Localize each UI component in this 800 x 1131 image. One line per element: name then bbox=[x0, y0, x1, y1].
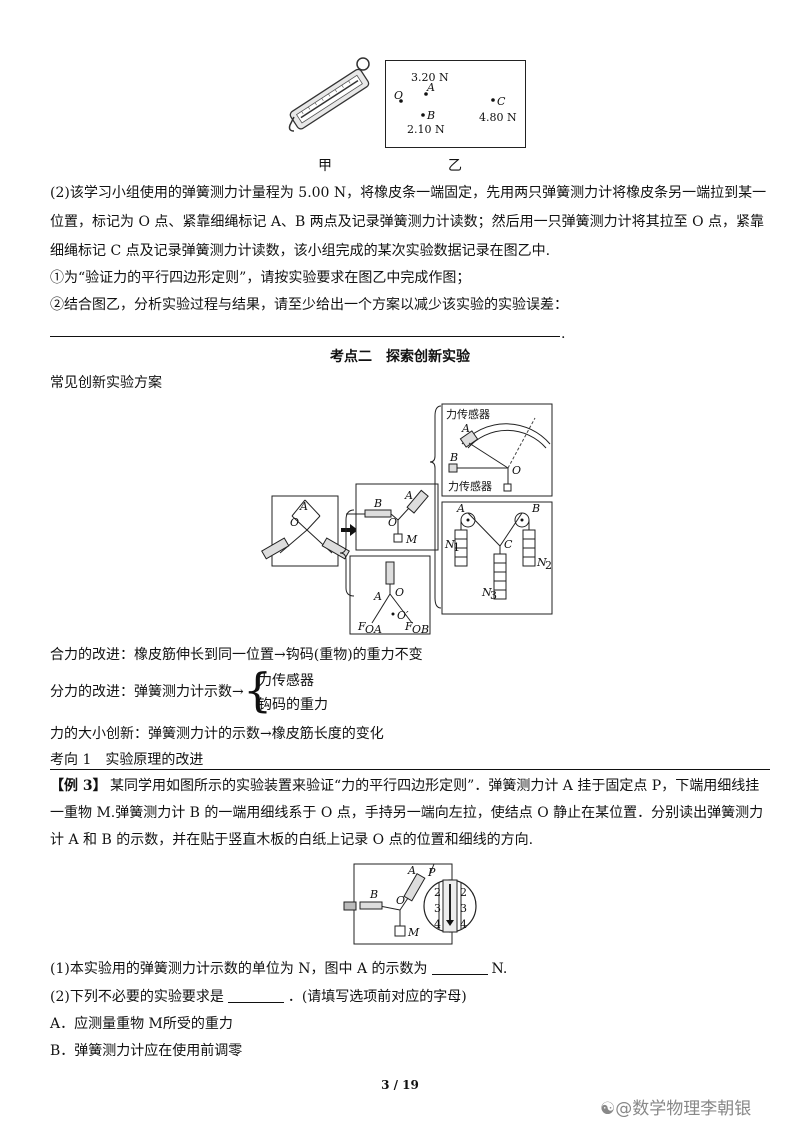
component-option-1: 力传感器 bbox=[258, 673, 314, 689]
example-3-line-2: 一重物 M.弹簧测力计 B 的一端用细线系于 O 点，手持另一端向左拉，使结点 … bbox=[50, 805, 764, 821]
direction-1-heading: 考向 1 实验原理的改进 bbox=[50, 752, 204, 768]
watermark-icon: ☯@ bbox=[600, 1099, 633, 1119]
pulley-a-label: A bbox=[456, 502, 465, 515]
figure-yi-label: 乙 bbox=[448, 158, 462, 174]
n2-label: N bbox=[536, 556, 547, 569]
mid-m-label: M bbox=[405, 533, 418, 546]
example-3-figure: A P B O M 2 3 4 2 3 4 bbox=[343, 863, 477, 945]
figure-jia-label: 甲 bbox=[318, 158, 332, 174]
fob-label: F bbox=[404, 620, 413, 633]
fig3-tick-2b: 2 bbox=[460, 886, 467, 899]
fig3-tick-3a: 3 bbox=[434, 902, 441, 915]
q2-text: (2)下列不必要的实验要求是 ．(请填写选项前对应的字母) bbox=[50, 986, 467, 1006]
q1-suffix: N. bbox=[491, 961, 508, 977]
point-a-dot bbox=[424, 92, 428, 96]
force-4-80-label: 4.80 N bbox=[479, 111, 517, 124]
point-o-label: O bbox=[394, 89, 403, 102]
fig3-tick-4a: 4 bbox=[434, 918, 441, 931]
figure-yi-box: 3.20 N A O B 2.10 N C 4.80 N bbox=[385, 60, 526, 148]
n3-label: N bbox=[481, 586, 492, 599]
page-number: 3 / 19 bbox=[381, 1078, 419, 1092]
resultant-improvement: 合力的改进：橡皮筋伸长到同一位置→钩码(重物)的重力不变 bbox=[50, 647, 423, 663]
watermark-text: 数学物理李朝银 bbox=[632, 1099, 752, 1119]
watermark: ☯@数学物理李朝银 bbox=[600, 1094, 751, 1119]
point-a-label: A bbox=[426, 81, 435, 94]
point-o-dot bbox=[399, 99, 403, 103]
sensor-b-label: B bbox=[449, 451, 458, 464]
common-schemes-label: 常见创新实验方案 bbox=[50, 375, 162, 391]
component-option-2: 钩码的重力 bbox=[258, 697, 328, 713]
pulley-c-label: C bbox=[504, 538, 513, 551]
option-a: A．应测量重物 M所受的重力 bbox=[50, 1016, 233, 1032]
answer-line-period: . bbox=[561, 326, 566, 342]
svg-text:A: A bbox=[299, 500, 308, 513]
fig3-b-label: B bbox=[369, 888, 378, 901]
sensor-bottom-label: 力传感器 bbox=[448, 480, 492, 493]
example-3-line-1: 某同学用如图所示的实验装置来验证“力的平行四边形定则”．弹簧测力计 A 挂于固定… bbox=[110, 778, 760, 794]
answer-line[interactable] bbox=[50, 336, 560, 337]
magnitude-improvement: 力的大小创新：弹簧测力计的示数→橡皮筋长度的变化 bbox=[50, 726, 384, 742]
point-b-dot bbox=[421, 113, 425, 117]
option-b: B．弹簧测力计应在使用前调零 bbox=[50, 1043, 243, 1059]
pulley-b-label: B bbox=[531, 502, 540, 515]
section-title: 考点二 探索创新实验 bbox=[330, 349, 470, 365]
low-oprime-label: O′ bbox=[397, 609, 409, 622]
fig3-tick-4b: 4 bbox=[460, 918, 467, 931]
n2-sub-label: 2 bbox=[545, 559, 552, 572]
example-3-tag: 【例 3】 bbox=[50, 778, 107, 794]
q2-sub-1: ①为“验证力的平行四边形定则”，请按实验要求在图乙中完成作图； bbox=[50, 270, 471, 286]
sensor-o-label: O bbox=[512, 464, 521, 477]
direction-1-underline bbox=[50, 769, 770, 770]
fig3-tick-3b: 3 bbox=[460, 902, 467, 915]
point-c-label: C bbox=[497, 95, 506, 108]
figure-jia-spring-scale bbox=[288, 57, 370, 132]
mid-b-label: B bbox=[373, 497, 382, 510]
sensor-top-label: 力传感器 bbox=[446, 408, 490, 421]
q2-line-2: 位置，标记为 O 点、紧靠细绳标记 A、B 两点及记录弹簧测力计读数；然后用一只… bbox=[50, 214, 765, 230]
q2-prefix: (2)下列不必要的实验要求是 bbox=[50, 989, 224, 1005]
low-a-label: A bbox=[373, 590, 382, 603]
foa-sub-label: OA bbox=[365, 623, 382, 636]
fig3-a-label: A bbox=[407, 864, 416, 877]
q1-prefix: (1)本实验用的弹簧测力计示数的单位为 N，图中 A 的示数为 bbox=[50, 961, 428, 977]
q1-text: (1)本实验用的弹簧测力计示数的单位为 N，图中 A 的示数为 N. bbox=[50, 958, 507, 978]
fig3-p-label: P bbox=[427, 866, 436, 879]
example-3-line-3: 计 A 和 B 的示数，并在贴于竖直木板的白纸上记录 O 点的位置和细线的方向. bbox=[50, 832, 534, 848]
q2-line-1: (2)该学习小组使用的弹簧测力计量程为 5.00 N，将橡皮条一端固定，先用两只… bbox=[50, 185, 767, 201]
q2-sub-2: ②结合图乙，分析实验过程与结果，请至少给出一个方案以减少该实验的实验误差： bbox=[50, 297, 568, 313]
mid-a-label: A bbox=[404, 489, 413, 502]
point-b-label: B bbox=[426, 109, 435, 122]
force-3-20-label: 3.20 N bbox=[411, 71, 449, 84]
component-improvement: 分力的改进：弹簧测力计示数→ bbox=[50, 684, 244, 700]
n1-sub-label: 1 bbox=[453, 541, 460, 554]
low-o-label: O bbox=[395, 586, 404, 599]
svg-text:O: O bbox=[290, 516, 299, 529]
fig3-tick-2a: 2 bbox=[434, 886, 441, 899]
fob-sub-label: OB bbox=[412, 623, 429, 636]
component-brace: { bbox=[243, 663, 273, 717]
foa-label: F bbox=[357, 620, 366, 633]
innovation-schemes-diagram: A O B A O M A O O′ F OA F OB 力传感器 A B O … bbox=[261, 403, 553, 636]
n3-sub-label: 3 bbox=[490, 589, 497, 602]
q1-blank[interactable] bbox=[431, 960, 488, 975]
n1-label: N bbox=[444, 538, 455, 551]
fig3-m-label: M bbox=[407, 926, 420, 939]
mid-o-label: O bbox=[388, 516, 397, 529]
fig3-o-label: O bbox=[396, 894, 405, 907]
point-c-dot bbox=[491, 98, 495, 102]
sensor-a-label: A bbox=[461, 422, 470, 435]
q2-blank[interactable] bbox=[227, 988, 284, 1003]
force-2-10-label: 2.10 N bbox=[407, 123, 445, 136]
q2-suffix: ．(请填写选项前对应的字母) bbox=[287, 989, 467, 1005]
q2-line-3: 细绳标记 C 点及记录弹簧测力计读数，该小组完成的某次实验数据记录在图乙中. bbox=[50, 243, 551, 259]
